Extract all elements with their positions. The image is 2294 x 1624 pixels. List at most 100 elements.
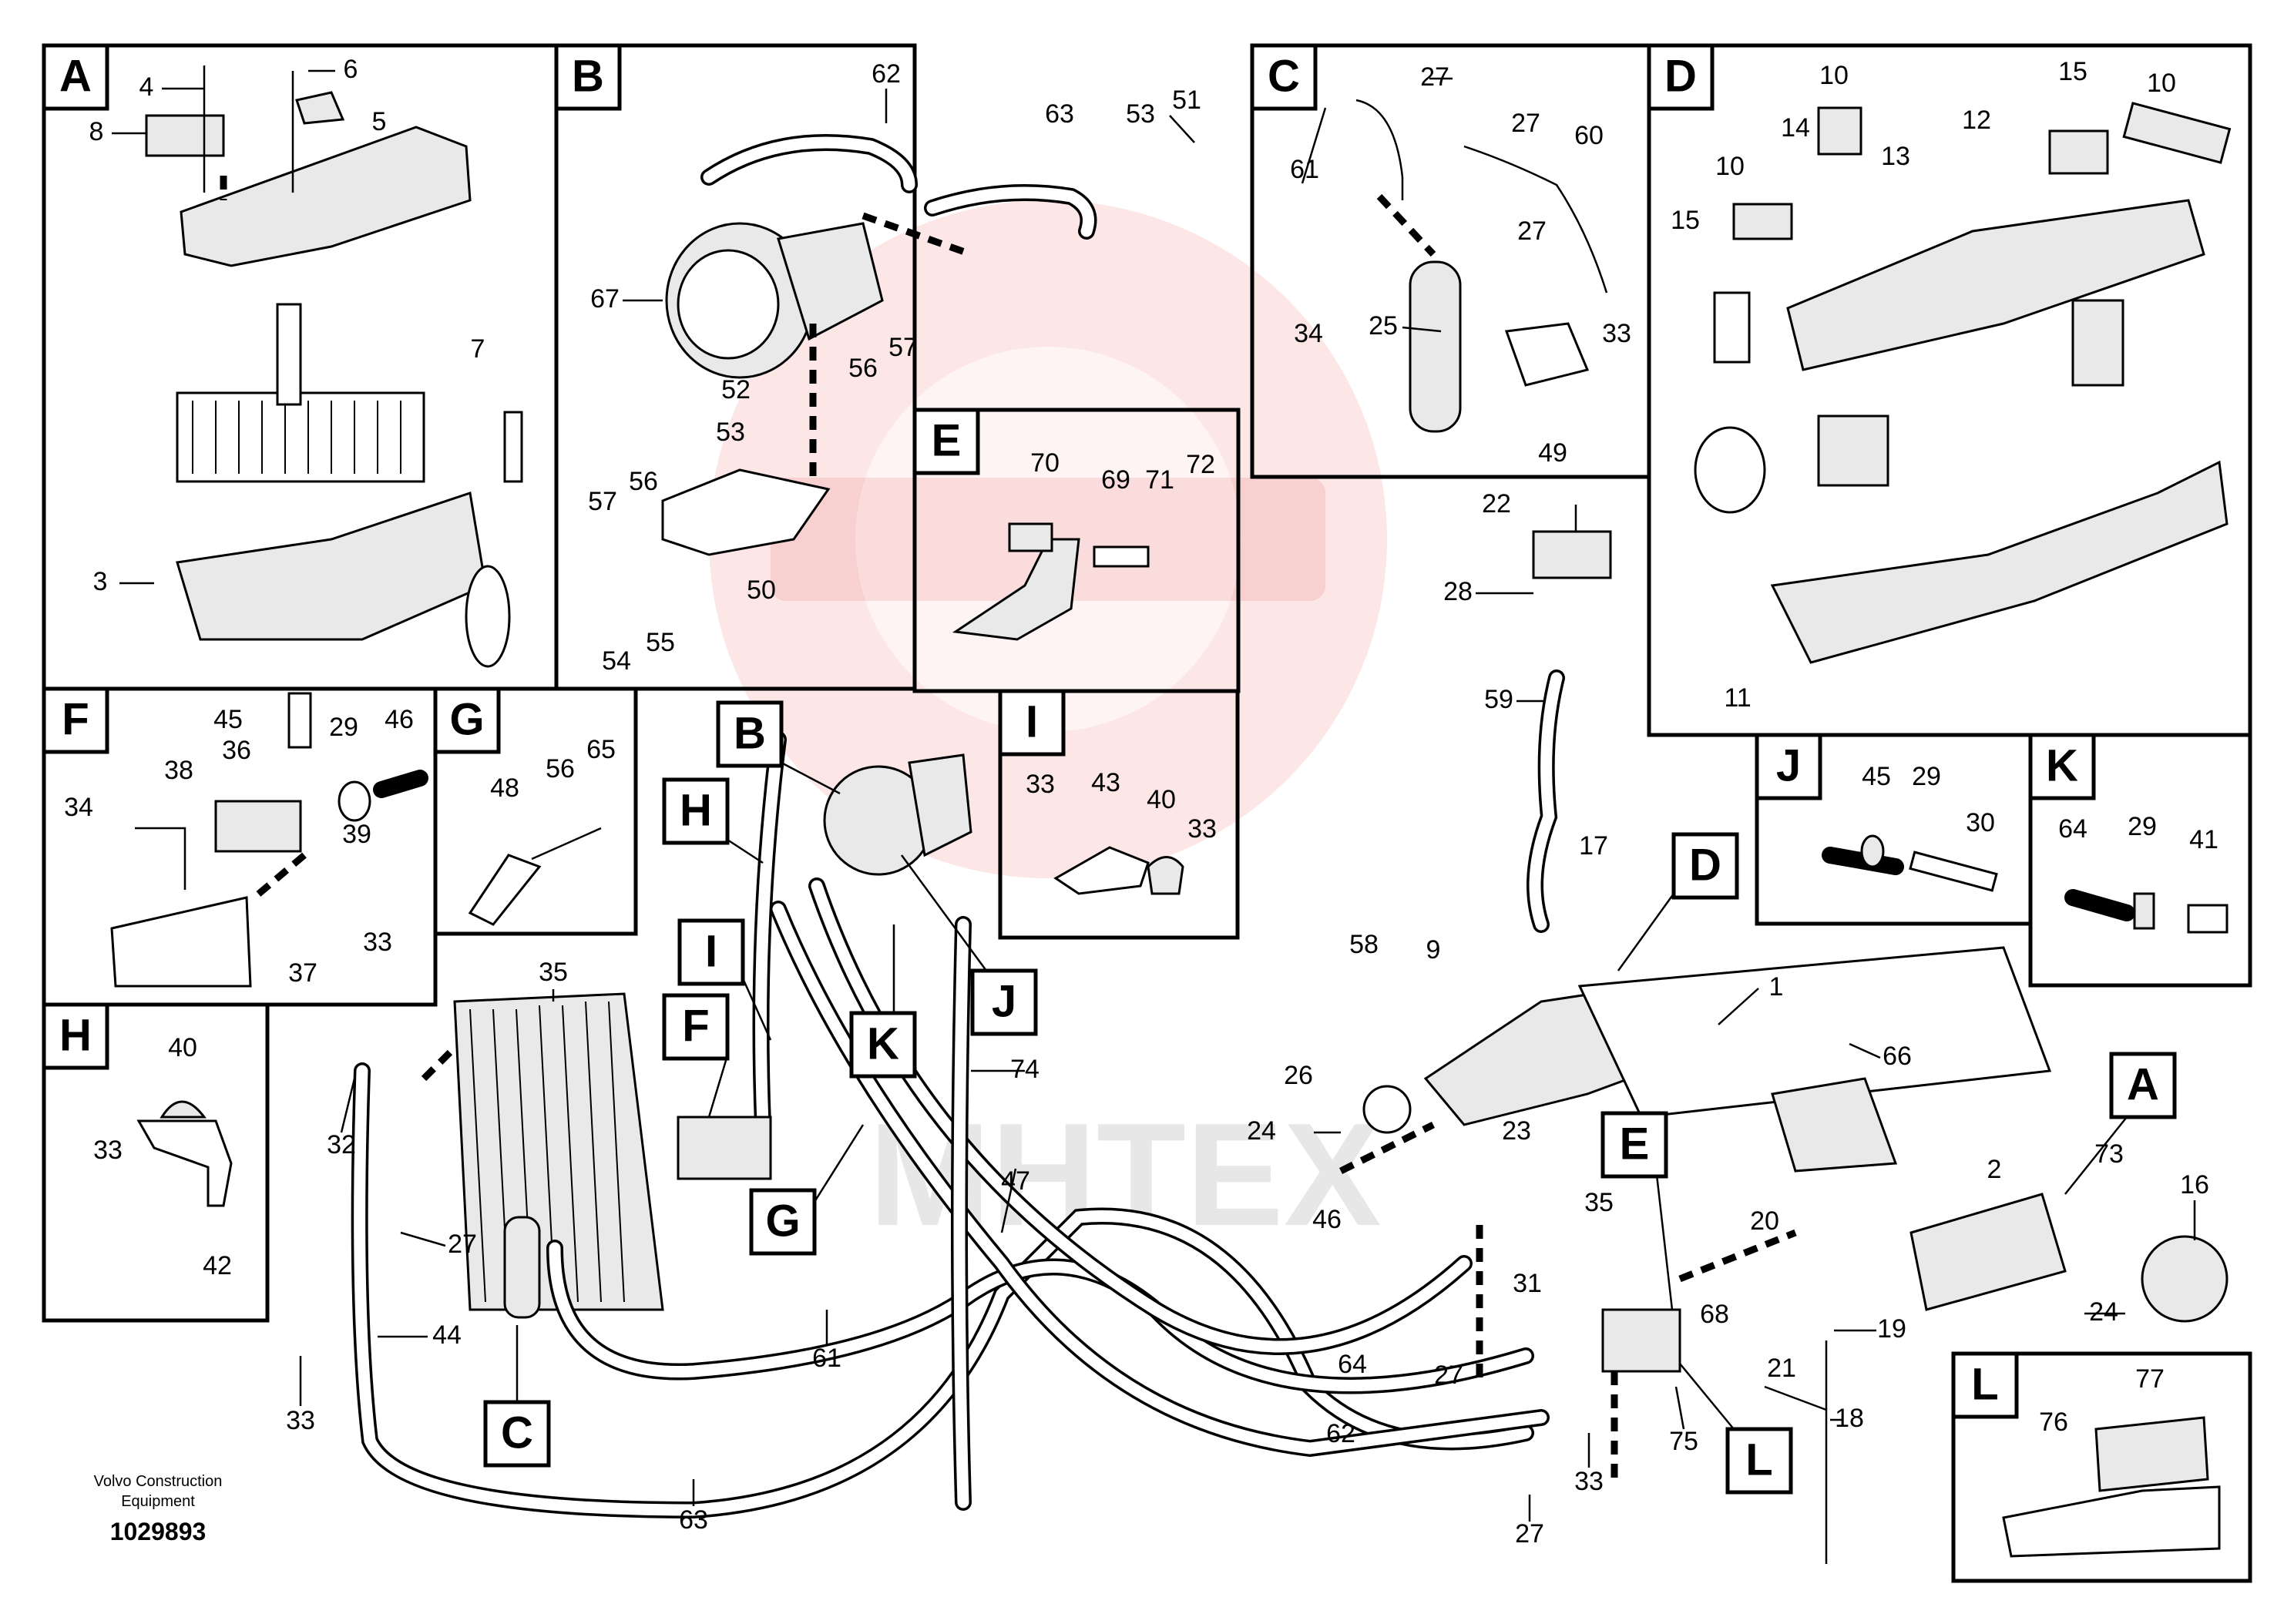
part-number: 66 — [1883, 1042, 1912, 1071]
air-duct-upper — [1786, 199, 2205, 371]
panel-F-numbers: 45 29 46 36 38 34 39 37 33 — [64, 705, 414, 988]
part-number: 74 — [1010, 1055, 1040, 1084]
part-number: 34 — [1294, 319, 1323, 348]
part-number: 9 — [1426, 935, 1441, 965]
part-number: 17 — [1579, 831, 1608, 861]
part-number: 51 — [1172, 86, 1201, 115]
part-number: 35 — [1584, 1188, 1614, 1217]
panel-B: B — [554, 43, 1097, 691]
part-number: 15 — [2058, 57, 2087, 86]
callout-box — [749, 1188, 817, 1256]
part-number: 27 — [1517, 216, 1547, 246]
part-number: 16 — [2180, 1170, 2209, 1200]
part-number: 25 — [1369, 311, 1398, 341]
callout-letter: I — [705, 926, 717, 976]
footer: Volvo Construction Equipment 1029893 — [62, 1471, 254, 1546]
part-number: 45 — [213, 705, 243, 734]
panel-letter: H — [59, 1010, 92, 1060]
panel-E-numbers: 70 69 71 72 — [1030, 448, 1215, 495]
panel-D-numbers: 10 15 10 14 12 10 13 15 11 — [1671, 57, 2176, 713]
part-number: 46 — [385, 705, 414, 734]
part-number: 64 — [1338, 1350, 1367, 1379]
part-number: 76 — [2039, 1408, 2068, 1437]
part-number: 10 — [2147, 69, 2176, 98]
callout-box — [1671, 832, 1739, 900]
part-number: 77 — [2135, 1364, 2165, 1394]
clamp-part — [160, 1100, 207, 1119]
part-number: 56 — [546, 754, 575, 783]
part-number: 70 — [1030, 448, 1060, 478]
part-number: 12 — [1962, 106, 1991, 135]
part-number: 75 — [1669, 1427, 1698, 1456]
part-number: 61 — [1290, 155, 1319, 184]
part-number: 59 — [1484, 685, 1513, 714]
main-assembly — [351, 530, 2229, 1564]
pressure-switch — [214, 800, 302, 853]
part-number: 27 — [1434, 1361, 1463, 1390]
part-number: 1 — [1769, 972, 1784, 1002]
part-number: 56 — [848, 354, 878, 383]
part-number: 20 — [1750, 1206, 1779, 1236]
part-number: 61 — [812, 1344, 841, 1373]
cabin-filter — [176, 391, 425, 483]
part-number: 29 — [1912, 762, 1941, 791]
part-number: 39 — [342, 820, 371, 849]
part-number: 40 — [168, 1033, 197, 1062]
part-number: 67 — [590, 284, 620, 314]
part-number: 27 — [1420, 62, 1449, 92]
part-number: 53 — [1126, 99, 1155, 129]
part-number: 33 — [1026, 770, 1055, 799]
panel-letter: C — [1268, 51, 1300, 101]
part-number: 15 — [1671, 206, 1700, 235]
part-number: 40 — [1147, 785, 1176, 814]
part-number: 33 — [93, 1136, 123, 1165]
panel-A-numbers: 4 6 5 8 7 3 — [89, 55, 485, 596]
part-number: 23 — [1502, 1116, 1531, 1146]
panel-letter: D — [1664, 51, 1697, 101]
part-number: 44 — [432, 1320, 462, 1350]
callout-letter: L — [1745, 1434, 1772, 1485]
part-number: 4 — [139, 72, 154, 102]
part-number: 27 — [1511, 109, 1540, 138]
part-number: 57 — [588, 487, 617, 516]
callout-box — [716, 700, 784, 768]
part-number: 46 — [1312, 1205, 1342, 1234]
callout-box — [662, 777, 730, 845]
part-number: 11 — [1724, 683, 1751, 713]
part-number: 43 — [1091, 768, 1120, 797]
part-number: 34 — [64, 793, 93, 822]
control-panel-unit — [1909, 1193, 2067, 1311]
part-number: 56 — [629, 467, 658, 496]
part-number: 14 — [1781, 113, 1810, 143]
valve-bracket — [952, 538, 1080, 641]
panel-letter: E — [932, 415, 962, 465]
part-number: 24 — [2089, 1297, 2118, 1327]
drawing-number: 1029893 — [109, 1518, 207, 1545]
part-number: 63 — [679, 1505, 708, 1535]
callout-box — [849, 1011, 917, 1079]
part-number: 60 — [1574, 121, 1604, 150]
part-number: 21 — [1767, 1354, 1796, 1383]
callout-box — [1600, 1111, 1668, 1179]
callout-letter: J — [992, 976, 1016, 1026]
part-number: 5 — [372, 107, 387, 136]
panel-J: J — [1755, 733, 2033, 926]
part-number: 36 — [222, 736, 251, 765]
part-number: 65 — [586, 735, 616, 764]
callout-letter: K — [867, 1018, 899, 1069]
callout-box — [2109, 1052, 2177, 1119]
part-number: 32 — [327, 1130, 356, 1159]
part-number: 30 — [1966, 808, 1995, 837]
part-number: 62 — [872, 59, 901, 89]
part-number: 38 — [164, 756, 193, 785]
part-number: 49 — [1538, 438, 1567, 468]
hose-clamp — [468, 854, 542, 926]
callout-box — [1725, 1427, 1793, 1495]
panel-I-numbers: 33 43 40 33 — [1026, 768, 1217, 844]
part-number: 2 — [1987, 1155, 2002, 1184]
panel-letter: F — [62, 694, 89, 744]
part-number: 8 — [89, 117, 104, 146]
panel-A: A — [42, 43, 559, 691]
